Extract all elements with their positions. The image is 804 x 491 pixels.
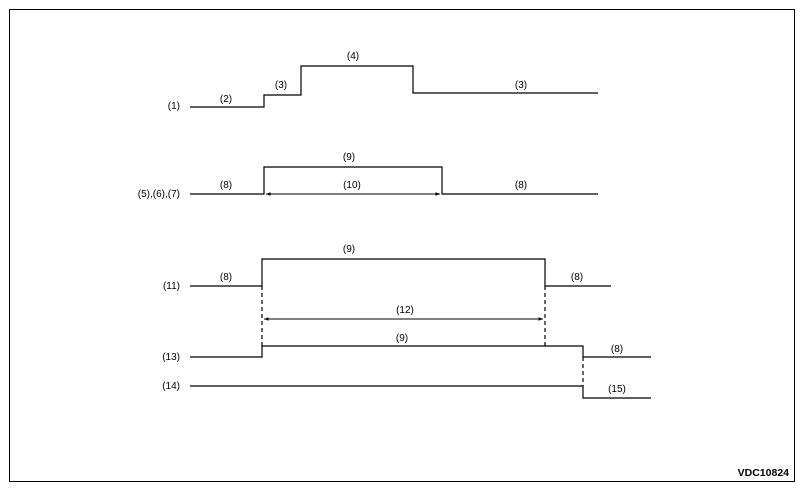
row-label-signal-5-6-7: (5),(6),(7) [138,189,180,200]
figure-reference-code: VDC10824 [738,467,790,479]
row-label-signal-13: (13) [162,352,180,363]
signal-11-segment-label: (8) [571,272,583,283]
signal-1-segment-label: (2) [220,94,232,105]
signal-1-segment-label: (3) [275,80,287,91]
duration-label: (12) [396,305,414,316]
signal-5-6-7-waveform [190,166,598,195]
signal-5-6-7-segment-label: (8) [515,180,527,191]
signal-1-segment-label: (3) [515,80,527,91]
signal-5-6-7-segment-label: (9) [343,152,355,163]
row-label-signal-11: (11) [163,281,180,292]
signal-1-segment-label: (4) [347,51,359,62]
signal-13-segment-label: (9) [396,333,408,344]
row-label-signal-14: (14) [162,381,180,392]
signal-11-waveform [190,258,611,287]
signal-13-segment-label: (8) [611,344,623,355]
signal-14-segment-label: (15) [608,384,626,395]
row-label-signal-1: (1) [168,101,180,112]
duration-label: (10) [343,180,361,191]
signal-1-waveform [190,65,598,108]
signal-13-waveform [190,345,651,358]
figure-frame [9,9,795,482]
signal-5-6-7-segment-label: (8) [220,180,232,191]
signal-14-waveform [190,385,651,399]
signal-11-segment-label: (9) [343,244,355,255]
signal-11-segment-label: (8) [220,272,232,283]
